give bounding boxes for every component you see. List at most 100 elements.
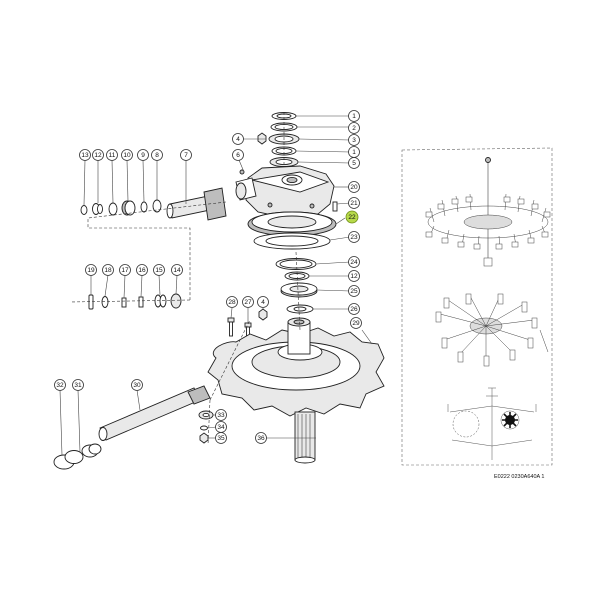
hub-bolts <box>227 308 268 342</box>
rotor-drum <box>207 317 385 417</box>
callout-27: 27 <box>242 296 254 308</box>
svg-text:12: 12 <box>94 152 102 159</box>
callout-4b: 4 <box>257 296 269 308</box>
input-drive-shaft <box>166 187 227 221</box>
callout-34: 34 <box>215 421 227 433</box>
svg-text:30: 30 <box>133 382 141 389</box>
svg-text:26: 26 <box>350 306 358 313</box>
callout-36: 36 <box>255 432 267 444</box>
callout-32: 32 <box>54 379 66 391</box>
callout-leader-lines <box>59 115 373 456</box>
document-code: E0222 0230A640A 1 <box>494 474 545 480</box>
callout-31: 31 <box>72 379 84 391</box>
svg-text:24: 24 <box>350 259 358 266</box>
svg-text:31: 31 <box>74 382 82 389</box>
svg-text:14: 14 <box>173 267 181 274</box>
callout-4: 4 <box>232 133 244 145</box>
rake-overview-thumbnail <box>425 157 551 267</box>
upper-shaft-parts <box>80 199 162 216</box>
svg-text:11: 11 <box>109 152 116 159</box>
callout-5: 5 <box>348 157 360 169</box>
callout-9: 9 <box>137 149 149 161</box>
svg-text:22: 22 <box>348 214 356 221</box>
callout-20: 20 <box>348 181 360 193</box>
svg-text:19: 19 <box>87 267 95 274</box>
svg-text:1: 1 <box>352 149 356 156</box>
svg-text:36: 36 <box>257 435 265 442</box>
svg-text:2: 2 <box>352 125 356 132</box>
svg-text:16: 16 <box>138 267 146 274</box>
callout-8: 8 <box>151 149 163 161</box>
callout-15: 15 <box>153 264 165 276</box>
callout-18: 18 <box>102 264 114 276</box>
svg-text:4: 4 <box>236 136 240 143</box>
callout-24: 24 <box>348 256 360 268</box>
callout-2: 2 <box>348 122 360 134</box>
svg-text:9: 9 <box>141 152 145 159</box>
callout-17: 17 <box>119 264 131 276</box>
svg-text:3: 3 <box>352 137 356 144</box>
callout-1b: 1 <box>348 146 360 158</box>
callout-33: 33 <box>215 409 227 421</box>
callout-30: 30 <box>131 379 143 391</box>
svg-text:27: 27 <box>244 299 252 306</box>
svg-text:12: 12 <box>350 273 358 280</box>
svg-text:4: 4 <box>261 299 265 306</box>
callout-21: 21 <box>348 197 360 209</box>
callout-16: 16 <box>136 264 148 276</box>
callout-10: 10 <box>121 149 133 161</box>
svg-text:10: 10 <box>123 152 131 159</box>
svg-text:20: 20 <box>350 184 358 191</box>
svg-text:13: 13 <box>81 152 89 159</box>
overview-panel-outline <box>401 147 553 466</box>
bevel-ring-gear <box>247 211 337 250</box>
callout-14: 14 <box>171 264 183 276</box>
callout-13: 13 <box>79 149 91 161</box>
lower-bearing-stack <box>275 258 318 314</box>
svg-text:34: 34 <box>217 424 225 431</box>
long-shaft <box>53 385 211 470</box>
svg-text:1: 1 <box>352 113 356 120</box>
callout-11: 11 <box>106 149 118 161</box>
machine-location-thumbnail <box>447 387 537 460</box>
svg-text:18: 18 <box>104 267 112 274</box>
svg-text:32: 32 <box>56 382 64 389</box>
callout-6: 6 <box>232 149 244 161</box>
callout-29: 29 <box>350 317 362 329</box>
svg-text:35: 35 <box>217 435 225 442</box>
gearbox-housing <box>235 165 335 219</box>
svg-text:8: 8 <box>155 152 159 159</box>
callout-1: 1 <box>348 110 360 122</box>
callout-25: 25 <box>348 285 360 297</box>
callout-19: 19 <box>85 264 97 276</box>
svg-text:28: 28 <box>228 299 236 306</box>
callout-12: 12 <box>92 149 104 161</box>
svg-text:23: 23 <box>350 234 358 241</box>
svg-text:25: 25 <box>350 288 358 295</box>
callout-12b: 12 <box>348 270 360 282</box>
callout-35: 35 <box>215 432 227 444</box>
svg-text:17: 17 <box>121 267 129 274</box>
svg-text:5: 5 <box>352 160 356 167</box>
callout-28: 28 <box>226 296 238 308</box>
rotor-arms-thumbnail <box>435 293 549 367</box>
assembly-axis-lines <box>69 112 301 446</box>
callout-7: 7 <box>180 149 192 161</box>
svg-text:33: 33 <box>217 412 225 419</box>
callout-balloons: 1 2 3 1 5 20 21 22 23 24 12 25 26 29 4 6… <box>54 110 362 444</box>
svg-text:6: 6 <box>236 152 240 159</box>
svg-text:21: 21 <box>350 200 358 207</box>
svg-text:15: 15 <box>155 267 163 274</box>
callout-23: 23 <box>348 231 360 243</box>
spline-shaft <box>294 411 316 464</box>
svg-text:7: 7 <box>184 152 188 159</box>
lower-shaft-parts <box>88 293 182 310</box>
highlighted-rotor-icon <box>502 412 518 428</box>
callout-22-highlighted: 22 <box>345 210 359 224</box>
housing-small-parts <box>239 132 338 212</box>
top-shim-stack <box>268 112 300 167</box>
svg-text:29: 29 <box>352 320 360 327</box>
callout-26: 26 <box>348 303 360 315</box>
callout-3: 3 <box>348 134 360 146</box>
